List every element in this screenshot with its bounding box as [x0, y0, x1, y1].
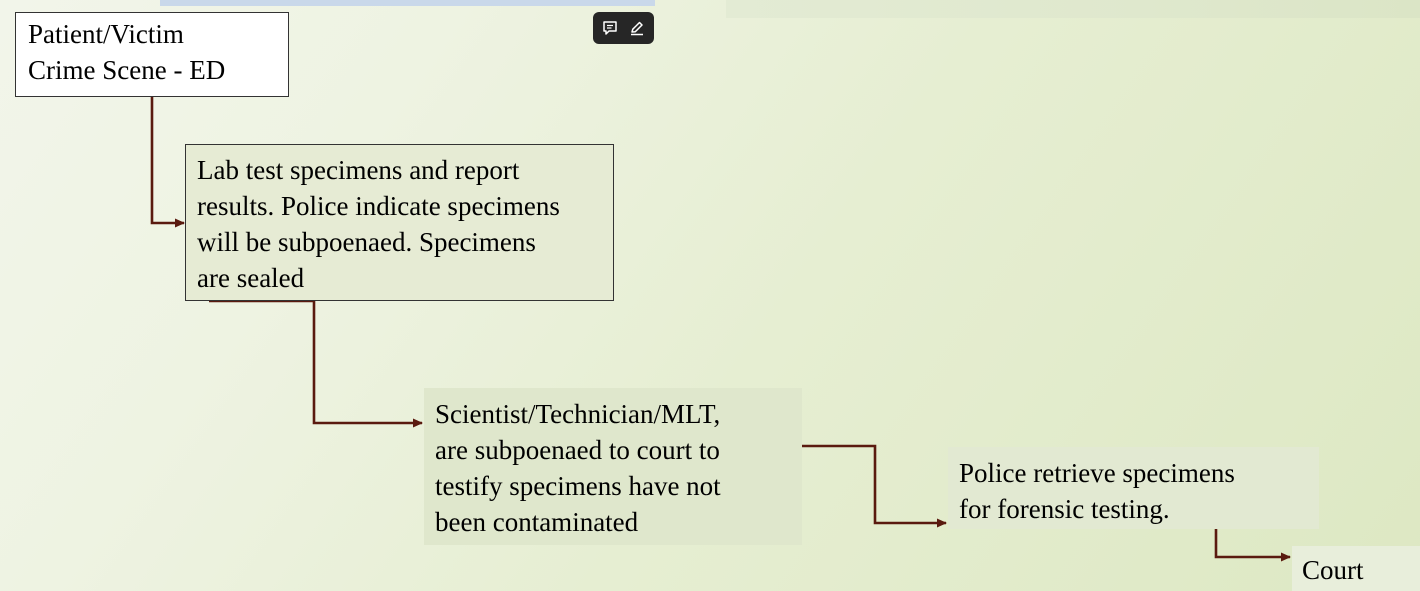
scientist-node: Scientist/Technician/MLT, are subpoenaed… — [424, 388, 802, 545]
connector-police-to-court — [1214, 529, 1291, 562]
node-text-line: are sealed — [197, 263, 305, 293]
slide-header-band — [726, 0, 1420, 18]
node-text-line: results. Police indicate specimens — [197, 191, 560, 221]
police-retrieve-node: Police retrieve specimens for forensic t… — [948, 447, 1319, 529]
node-text-line: Lab test specimens and report — [197, 155, 520, 185]
connector-patient-to-lab — [150, 97, 185, 228]
node-text-line: testify specimens have not — [435, 471, 721, 501]
node-text-line: are subpoenaed to court to — [435, 435, 720, 465]
node-text-line: Crime Scene - ED — [28, 55, 226, 85]
connector-scientist-to-police — [802, 444, 947, 528]
node-text-line: Police retrieve specimens — [959, 458, 1235, 488]
node-text-line: will be subpoenaed. Specimens — [197, 227, 536, 257]
node-text-line: Court — [1302, 555, 1364, 585]
lab-test-node: Lab test specimens and report results. P… — [185, 144, 614, 301]
slide-title-strip — [160, 0, 655, 6]
annotation-toolbar — [593, 12, 654, 44]
node-text-line: been contaminated — [435, 507, 639, 537]
node-text-line: Patient/Victim — [28, 19, 184, 49]
pen-icon — [630, 21, 643, 36]
comment-icon — [603, 21, 617, 35]
comment-button[interactable] — [599, 17, 621, 39]
pen-button[interactable] — [626, 17, 648, 39]
connector-lab-to-scientist — [209, 299, 423, 428]
patient-victim-node: Patient/Victim Crime Scene - ED — [15, 12, 289, 97]
node-text-line: for forensic testing. — [959, 494, 1170, 524]
court-node: Court — [1292, 546, 1420, 591]
node-text-line: Scientist/Technician/MLT, — [435, 399, 721, 429]
